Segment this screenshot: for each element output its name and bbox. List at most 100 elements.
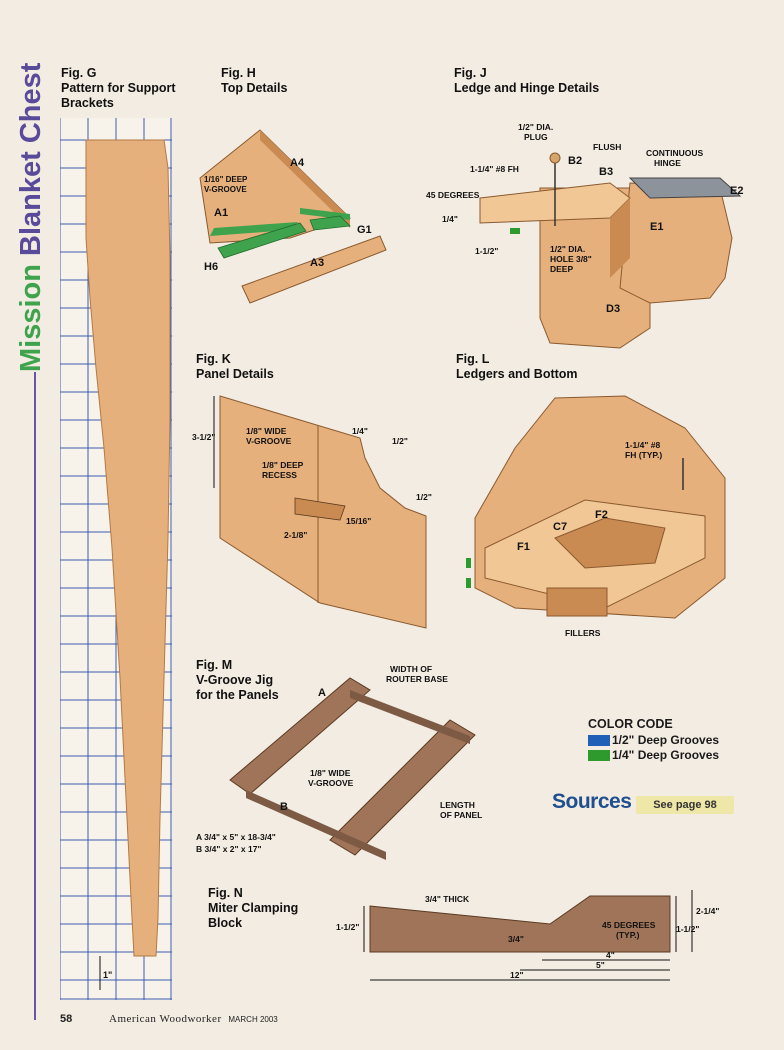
fig-j-hole-3: DEEP <box>550 264 573 274</box>
fig-h-title: Top Details <box>221 81 288 95</box>
fig-n-dim-left: 1-1/2" <box>336 922 359 932</box>
fig-k-heading: Fig. K Panel Details <box>196 352 274 382</box>
fig-k-drawing: 3-1/2" 1/8" WIDE V-GROOVE 1/8" DEEP RECE… <box>192 395 432 629</box>
color-code-legend: COLOR CODE 1/2" Deep Grooves 1/4" Deep G… <box>588 717 719 763</box>
part-g1-label: G1 <box>357 224 372 236</box>
legend-row-quarter-inch: 1/4" Deep Grooves <box>588 748 719 763</box>
fig-l-drawing: 1-1/4" #8 FH (TYP.) FILLERS F1 F2 C7 <box>466 395 726 638</box>
groove-green <box>510 228 520 234</box>
part-e1-label: E1 <box>650 221 663 233</box>
fig-m-router-2: ROUTER BASE <box>386 674 448 684</box>
fig-n-dim-5: 5" <box>596 960 605 970</box>
fig-h-heading: Fig. H Top Details <box>221 66 287 96</box>
part-a-label: A <box>318 687 326 699</box>
fig-m-label: Fig. M <box>196 658 233 672</box>
side-title-word2: Blanket Chest <box>15 62 47 256</box>
top-edge <box>260 130 350 228</box>
side-title: Mission Blanket Chest <box>8 60 48 380</box>
part-h6-label: H6 <box>204 261 218 273</box>
fig-g-heading: Fig. G Pattern for Support Brackets <box>61 66 176 111</box>
fig-n-title-2: Block <box>208 916 243 930</box>
legend-swatch-blue <box>588 735 610 746</box>
fig-k-recess-2: RECESS <box>262 470 297 480</box>
fig-m-router-1: WIDTH OF <box>390 664 432 674</box>
fig-g-label: Fig. G <box>61 66 97 80</box>
issue-date: MARCH 2003 <box>228 1015 278 1024</box>
fig-j-drawing: 1/2" DIA. PLUG FLUSH CONTINUOUS HINGE 1-… <box>426 122 743 349</box>
fig-m-spec-b: B 3/4" x 2" x 17" <box>196 844 262 854</box>
rail-b-front <box>246 790 386 860</box>
magazine-name: American Woodworker <box>109 1013 222 1025</box>
fig-n-title-1: Miter Clamping <box>208 901 299 915</box>
fig-k-dim-half-side: 1/2" <box>416 492 432 502</box>
part-b-label: B <box>280 801 288 813</box>
part-h6 <box>217 222 307 259</box>
fig-n-dim-mid: 3/4" <box>508 934 524 944</box>
side-rule <box>34 372 36 1020</box>
fig-n-thick: 3/4" THICK <box>425 894 470 904</box>
panel-e1 <box>619 182 733 304</box>
part-f2-label: F2 <box>595 509 608 521</box>
part-c7-label: C7 <box>553 521 567 533</box>
part-b2-label: B2 <box>568 155 582 167</box>
fig-n-angle-1: 45 DEGREES <box>602 920 656 930</box>
rail-a-right <box>329 719 476 856</box>
fig-m-vgroove-1: 1/8" WIDE <box>310 768 351 778</box>
fig-j-plug-1: 1/2" DIA. <box>518 122 553 132</box>
fig-k-label: Fig. K <box>196 352 231 366</box>
page-footer: 58 American Woodworker MARCH 2003 <box>60 1013 278 1025</box>
part-a4-label: A4 <box>290 157 305 169</box>
legend-row-half-inch: 1/2" Deep Grooves <box>588 733 719 748</box>
plug <box>549 152 561 164</box>
fig-l-label: Fig. L <box>456 352 490 366</box>
fig-g-pattern-svg: 1" <box>59 118 172 1000</box>
fig-l-fillers: FILLERS <box>565 628 601 638</box>
fig-j-title: Ledge and Hinge Details <box>454 81 600 95</box>
legend-label-quarter-inch: 1/4" Deep Grooves <box>612 748 720 762</box>
color-code-heading: COLOR CODE <box>588 717 673 731</box>
fig-k-vgroove-2: V-GROOVE <box>246 436 292 446</box>
part-a1-label: A1 <box>214 207 228 219</box>
fig-h-label: Fig. H <box>221 66 256 80</box>
fig-k-title: Panel Details <box>196 367 274 381</box>
recess <box>294 497 346 521</box>
groove-green-1 <box>466 558 471 568</box>
fig-n-dim-12: 12" <box>510 970 524 980</box>
groove-green-1 <box>210 222 298 236</box>
fig-j-dim-quarter: 1/4" <box>442 214 458 224</box>
fig-g-title-2: Brackets <box>61 96 114 110</box>
fig-j-hole-1: 1/2" DIA. <box>550 244 585 254</box>
fig-m-title-2: for the Panels <box>196 688 279 702</box>
continuous-hinge <box>628 177 742 199</box>
fig-j-hinge-1: CONTINUOUS <box>646 148 703 158</box>
fig-j-flush: FLUSH <box>593 142 621 152</box>
rail-b-back <box>350 690 470 744</box>
sources-note: See page 98 <box>636 796 734 814</box>
fig-m-title-1: V-Groove Jig <box>196 673 274 687</box>
fig-j-hole-2: HOLE 3/8" <box>550 254 592 264</box>
part-b3-label: B3 <box>599 166 613 178</box>
part-a3 <box>241 235 387 304</box>
fig-n-dim-4: 4" <box>606 950 615 960</box>
fig-k-recess-1: 1/8" DEEP <box>262 460 304 470</box>
fig-l-screw-2: FH (TYP.) <box>625 450 662 460</box>
fig-k-dim-height: 3-1/2" <box>192 432 215 442</box>
fig-n-drawing: 3/4" THICK 1-1/2" 3/4" 45 DEGREES (TYP.)… <box>336 890 719 981</box>
fig-n-label: Fig. N <box>208 886 243 900</box>
fig-h-drawing: A4 1/16" DEEP V-GROOVE A1 G1 H6 A3 <box>199 129 387 304</box>
fig-j-hinge-2: HINGE <box>654 158 681 168</box>
part-g1 <box>309 215 351 231</box>
fig-m-drawing: A B WIDTH OF ROUTER BASE 1/8" WIDE V-GRO… <box>196 664 482 860</box>
legend-label-half-inch: 1/2" Deep Grooves <box>612 733 720 747</box>
fig-m-spec-a: A 3/4" x 5" x 18-3/4" <box>196 832 276 842</box>
fig-m-length-2: OF PANEL <box>440 810 482 820</box>
sources-box: Sources See page 98 <box>552 790 734 818</box>
fig-j-plug-2: PLUG <box>524 132 548 142</box>
fig-j-heading: Fig. J Ledge and Hinge Details <box>454 66 599 96</box>
fig-k-dim-fifteen: 15/16" <box>346 516 371 526</box>
clamping-block <box>369 895 671 953</box>
fig-m-heading: Fig. M V-Groove Jig for the Panels <box>196 658 279 703</box>
dimension-lines <box>363 890 693 981</box>
fig-n-angle-2: (TYP.) <box>616 930 640 940</box>
fig-j-dim-one-half: 1-1/2" <box>475 246 498 256</box>
